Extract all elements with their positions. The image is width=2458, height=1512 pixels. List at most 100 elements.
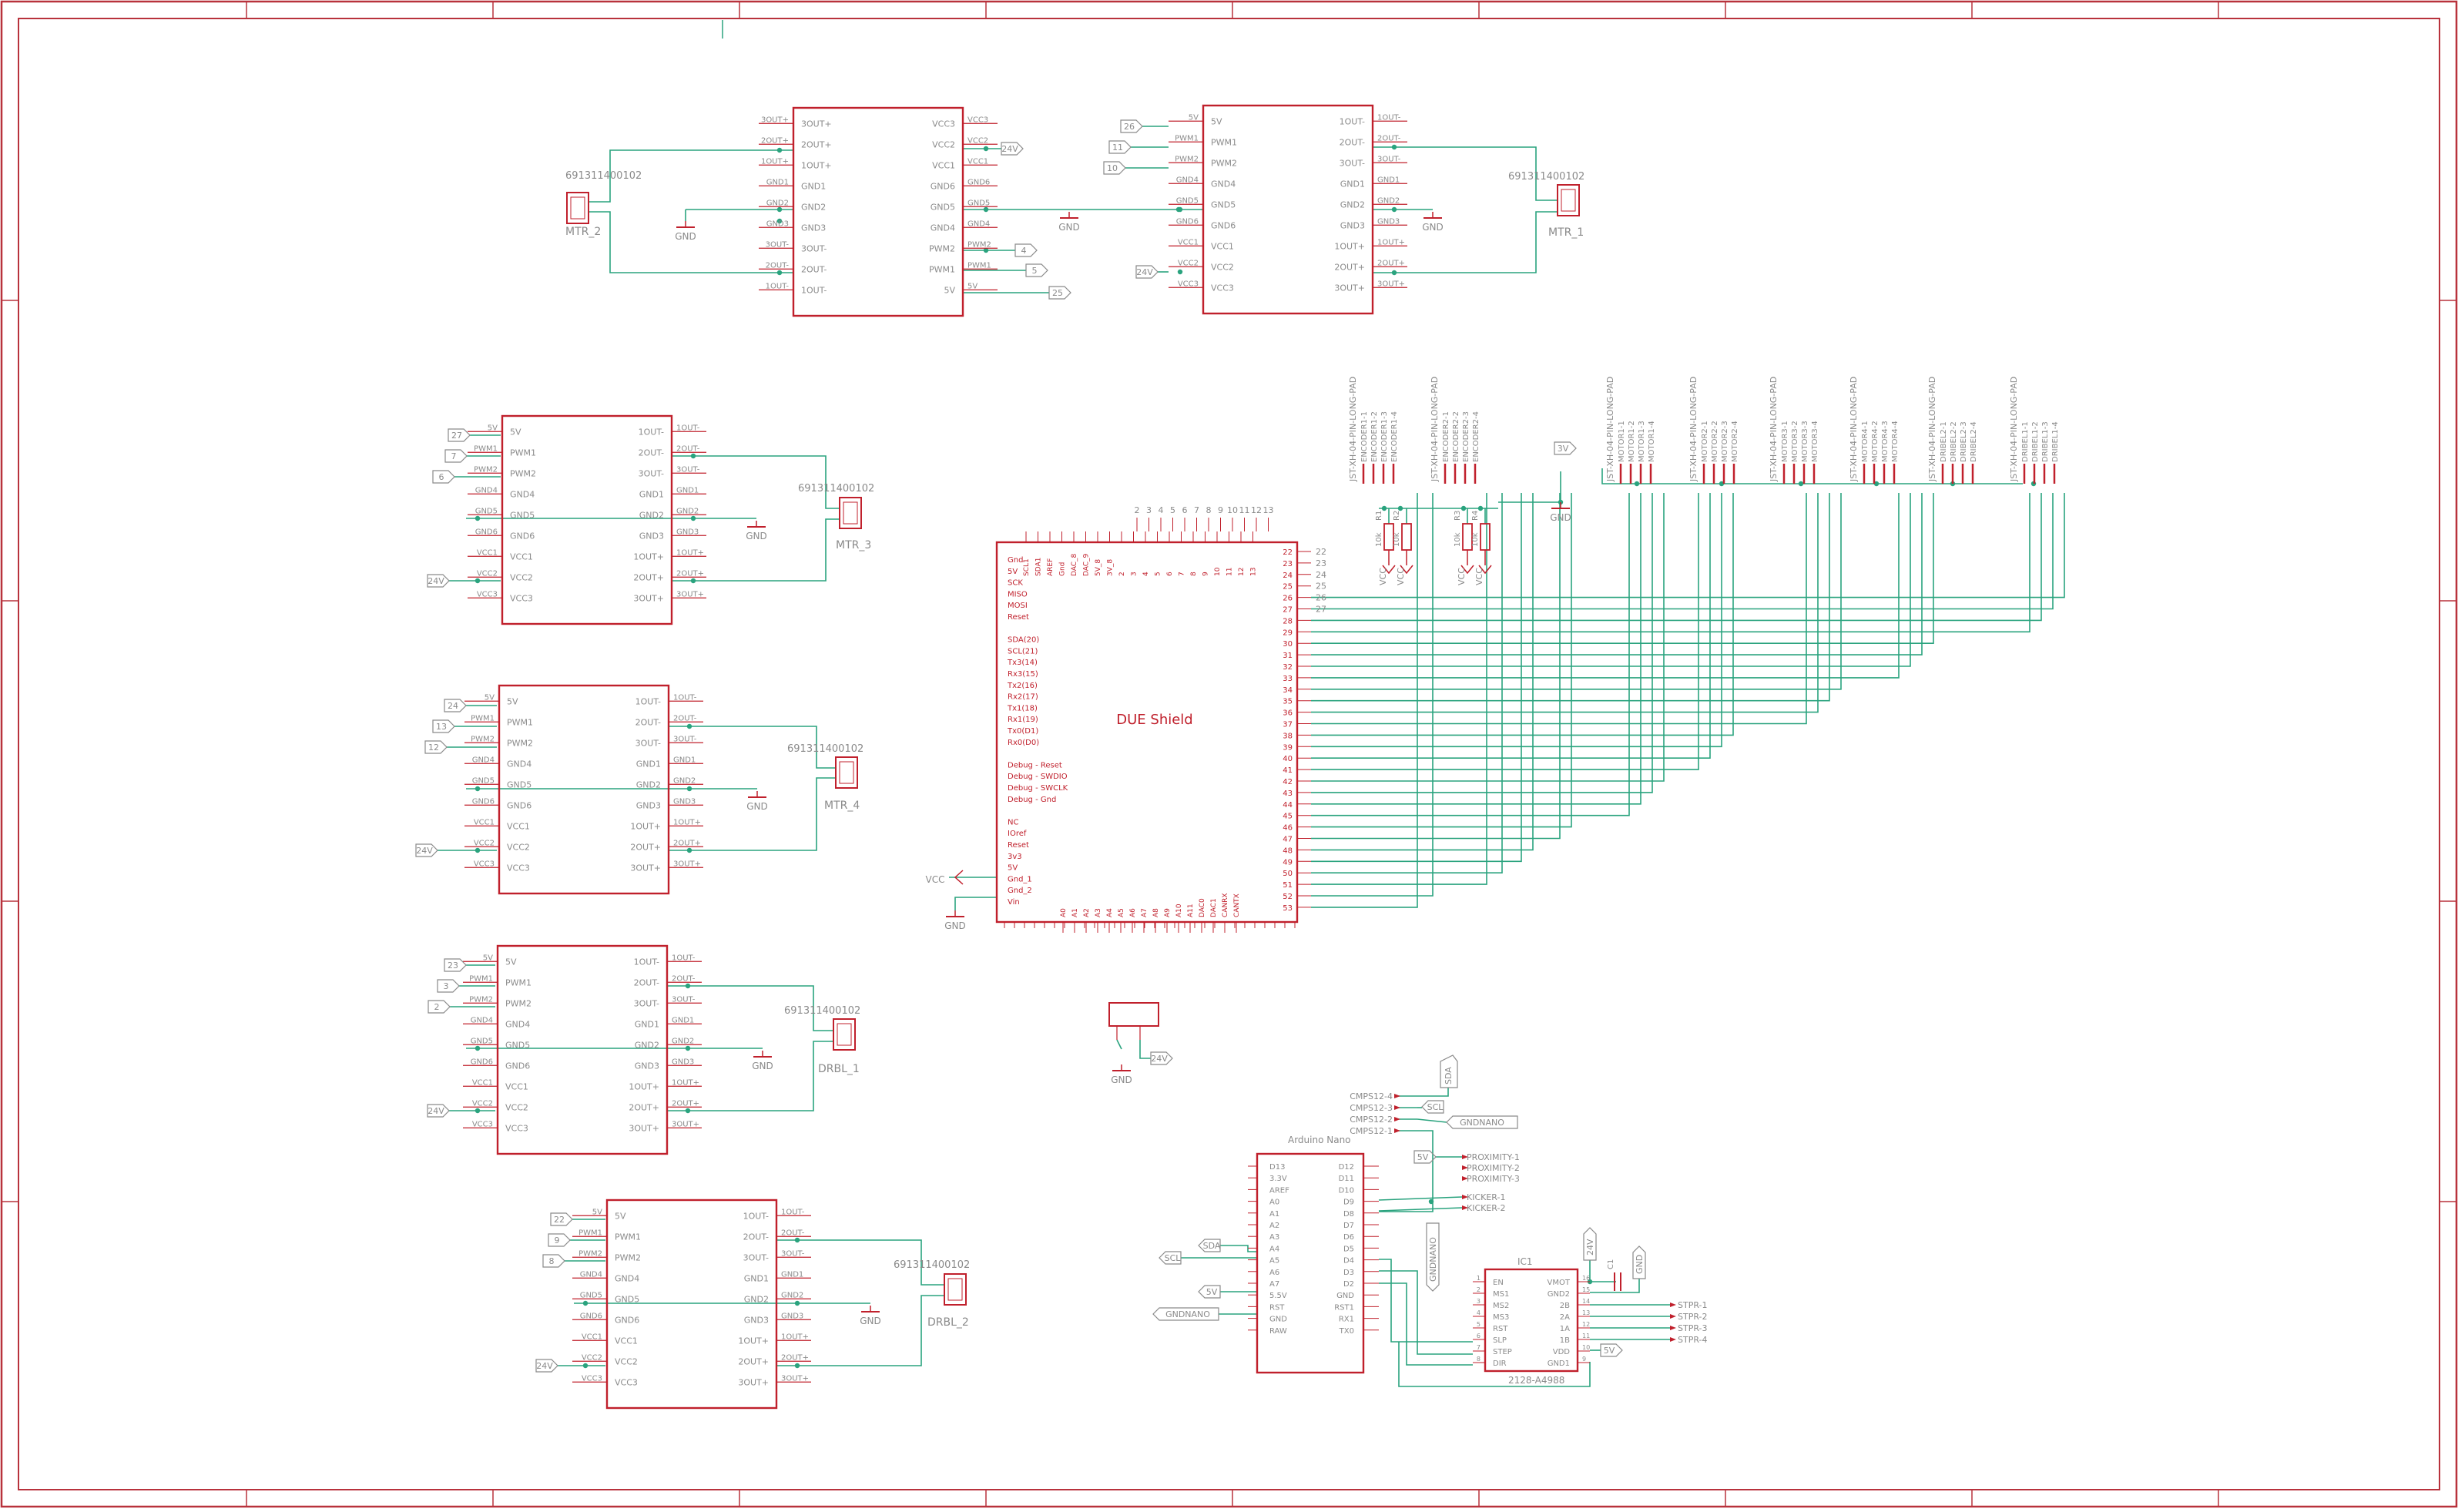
pin-label: A4 [1269, 1245, 1279, 1253]
pin-label: A3 [1269, 1233, 1279, 1242]
pin-label: 3OUT+ [1334, 283, 1365, 293]
pin-label: 1OUT+ [738, 1336, 769, 1346]
pin-label: SCK [1008, 579, 1023, 588]
jst-pin-label: MOTOR3-1 [1781, 421, 1789, 462]
pin-label: PWM2 [510, 468, 536, 478]
pin-label: 1 [1477, 1275, 1481, 1282]
pin-label: D6 [1343, 1233, 1354, 1242]
jst-pin-label: MOTOR1-2 [1628, 421, 1636, 462]
pin-label: 2 [1135, 505, 1140, 515]
pin-label: Debug - Gnd [1008, 796, 1056, 804]
jst-pin-label: MOTOR2-4 [1731, 421, 1739, 462]
net-flag [1159, 1251, 1182, 1265]
pin-label: 3 [1146, 505, 1152, 515]
pin-label: 25 [1283, 583, 1293, 592]
pin-label: Gnd [1008, 556, 1023, 565]
net-flag [1135, 265, 1159, 279]
pin-label: 14 [1582, 1298, 1590, 1305]
pin-label: 1OUT- [1340, 116, 1365, 126]
wire [1311, 493, 1641, 805]
pin-label: 3OUT- [676, 465, 700, 474]
pin-label: IOref [1008, 830, 1027, 838]
pin-label: A1 [1071, 908, 1079, 917]
ic-ref: IC1 [1517, 1256, 1533, 1267]
net-flag [542, 1254, 565, 1268]
arrow-in [1394, 1128, 1400, 1133]
pin-label: 3v3 [1008, 853, 1022, 861]
pin-label: 2 [1477, 1286, 1481, 1293]
pin-label: GND3 [672, 1058, 694, 1066]
pin-label: GND5 [1211, 199, 1236, 210]
pin-label: 2OUT+ [738, 1356, 769, 1366]
driver-board [498, 684, 670, 895]
pin-label: GND3 [673, 797, 696, 806]
pin-label: 2OUT- [1377, 134, 1401, 142]
pin-label: D11 [1339, 1175, 1354, 1183]
jst-pin-label: DRIBEL1-4 [2051, 421, 2060, 462]
net-flag-label: 27 [451, 431, 462, 441]
pin-label: GNDNANO [1428, 1237, 1438, 1282]
pin-label: VCC3 [615, 1377, 638, 1387]
vcc-arrow [1460, 565, 1474, 575]
resistor-value: 10k [1471, 532, 1480, 547]
pin-label: DAC_8 [1071, 553, 1078, 576]
junction-dot [1428, 1199, 1434, 1205]
connector-body [944, 1273, 967, 1306]
pin-label: PWM1 [578, 1229, 602, 1237]
pin-label: GND3 [744, 1315, 769, 1325]
pin-label: GND5 [931, 202, 955, 212]
pin-label: 3OUT+ [761, 116, 789, 124]
connector-body [839, 497, 862, 529]
net-flag [1440, 1054, 1458, 1088]
net-flag-label: 11 [1112, 142, 1123, 153]
pin-label: PWM1 [510, 448, 536, 458]
connector-body [566, 192, 589, 224]
net-flag-label: 7 [451, 451, 457, 461]
wire [1220, 1245, 1257, 1252]
pin-label: GND2 [801, 202, 826, 212]
net-flag-label: SDA [1203, 1241, 1221, 1251]
pin-label: A5 [1269, 1257, 1279, 1266]
pin-label: Rx2(17) [1008, 693, 1038, 702]
pin-label: 7 [1179, 572, 1186, 576]
pin-label: PWM2 [1211, 158, 1237, 168]
junction-dot [1391, 270, 1397, 276]
net-flag-label: 22 [554, 1215, 565, 1225]
pin-label: GND4 [1211, 179, 1236, 189]
pin-label: CANRX [1222, 893, 1229, 917]
pin-label: GND4 [1176, 176, 1199, 184]
pin-label: 1A [1560, 1325, 1570, 1333]
pin-label: NC [1008, 818, 1018, 826]
pin-label: 45 [1283, 813, 1293, 821]
pin-label: 5V [615, 1211, 626, 1221]
pin-label: GND1 [1377, 176, 1400, 184]
pin-label: GND6 [471, 1058, 493, 1066]
jst-pin-label: DRIBEL2-3 [1960, 421, 1968, 462]
pin-label: 3V_8 [1107, 559, 1115, 576]
wire [1379, 1259, 1473, 1343]
pin-label: PWM2 [507, 738, 533, 748]
pin-label: 2OUT- [634, 977, 659, 987]
connector-name: MTR_3 [836, 539, 871, 551]
net-flag [432, 719, 455, 733]
pin-label: 24 [1283, 572, 1293, 580]
jst-pin-label: ENCODER2-3 [1462, 411, 1470, 462]
connector-inner [837, 1023, 852, 1046]
nano-title: Arduino Nano [1288, 1135, 1351, 1145]
pin-label: 3OUT+ [676, 590, 704, 598]
pin-label: GND2 [636, 779, 661, 790]
wire [1311, 493, 1911, 667]
pin-label: VDD [1553, 1348, 1571, 1356]
junction-dot [685, 983, 691, 989]
pin-label: PWM1 [471, 714, 495, 722]
arrow-out [1462, 1165, 1468, 1170]
wire [776, 1295, 944, 1366]
pin-label: Debug - SWCLK [1008, 784, 1068, 793]
net-flag [1108, 140, 1132, 154]
pin-label: Reset [1008, 613, 1029, 622]
pin-label: 3OUT- [743, 1252, 769, 1262]
jst-pin-label: MOTOR2-3 [1721, 421, 1729, 462]
wire [1311, 493, 2065, 598]
pin-label: 2OUT+ [781, 1353, 809, 1362]
